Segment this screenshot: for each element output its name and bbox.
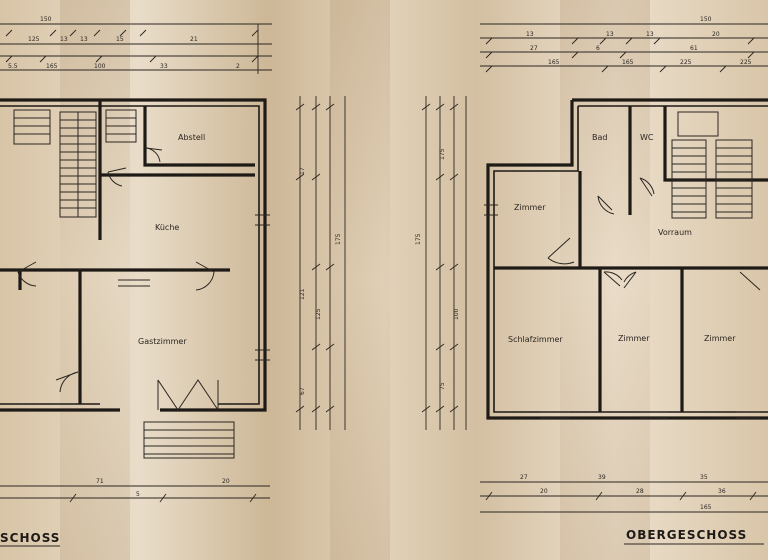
upper-door-swing bbox=[547, 237, 575, 265]
upper-dim: 13 bbox=[606, 31, 614, 38]
ground-dim: 2 bbox=[236, 63, 240, 70]
upper-side-dim: 100 bbox=[453, 308, 460, 320]
upper-bottom-dimensions: 27 39 35 20 28 36 165 bbox=[480, 474, 768, 513]
room-label-zimmer-mid: Zimmer bbox=[618, 334, 650, 343]
ground-dim-overall: 150 bbox=[40, 16, 52, 23]
ground-dim: 15 bbox=[116, 36, 124, 43]
ground-dim: 13 bbox=[80, 36, 88, 43]
ground-door-swing bbox=[145, 147, 163, 163]
ground-entry-door bbox=[157, 379, 219, 411]
upper-dim: 61 bbox=[690, 45, 698, 52]
upper-window bbox=[484, 204, 760, 419]
upper-side-dim: 175 bbox=[439, 148, 446, 160]
upper-staircase bbox=[671, 111, 753, 219]
upper-bottom-dim: 20 bbox=[540, 488, 548, 495]
room-label-schlafzimmer: Schlafzimmer bbox=[508, 335, 563, 344]
upper-door-swing bbox=[603, 271, 623, 287]
ground-dim: 33 bbox=[160, 63, 168, 70]
upper-bottom-dim-overall: 165 bbox=[700, 504, 712, 511]
upper-door-swing bbox=[639, 177, 655, 197]
ground-door-swing bbox=[195, 261, 215, 291]
room-label-wc: WC bbox=[640, 133, 654, 142]
paper-streak bbox=[330, 0, 390, 560]
ground-door-swing bbox=[17, 261, 37, 287]
upper-dim: 225 bbox=[740, 59, 752, 66]
upper-side-dimensions: 175 175 100 75 bbox=[415, 96, 467, 430]
upper-door-swing bbox=[623, 271, 637, 289]
upper-floor-title: OBERGESCHOSS bbox=[626, 528, 747, 542]
ground-interior-wall bbox=[0, 100, 255, 404]
ground-side-dimensions: 17 175 121 125 67 bbox=[295, 96, 346, 430]
ground-staircase bbox=[13, 109, 137, 218]
ground-bottom-dimensions: 71 20 5 bbox=[0, 478, 270, 503]
ground-floor-title: SCHOSS bbox=[0, 531, 60, 545]
ground-dim: 13 bbox=[60, 36, 68, 43]
ground-bottom-dim: 71 bbox=[96, 478, 104, 485]
room-label-zimmer-right: Zimmer bbox=[704, 334, 736, 343]
ground-side-dim: 121 bbox=[299, 288, 306, 300]
ground-dim: 165 bbox=[46, 63, 58, 70]
upper-interior-wall bbox=[494, 106, 768, 412]
upper-bottom-dim: 28 bbox=[636, 488, 644, 495]
upper-dim: 165 bbox=[548, 59, 560, 66]
upper-door-swing bbox=[597, 195, 615, 215]
room-label-zimmer-left: Zimmer bbox=[514, 203, 546, 212]
ground-floor-plan: 150 125 13 13 15 21 5.5 165 100 33 2 bbox=[0, 16, 346, 547]
upper-dim: 13 bbox=[646, 31, 654, 38]
upper-dim: 165 bbox=[622, 59, 634, 66]
upper-floor-plan: 150 13 13 13 20 27 6 61 165 165 225 225 bbox=[415, 16, 768, 545]
room-label-kueche: Küche bbox=[155, 223, 179, 232]
upper-side-dim: 75 bbox=[439, 382, 446, 390]
upper-dim: 6 bbox=[596, 45, 600, 52]
upper-bottom-dim: 39 bbox=[598, 474, 606, 481]
room-label-abstell: Abstell bbox=[178, 133, 205, 142]
upper-side-dim: 175 bbox=[415, 233, 422, 245]
ground-bottom-dim: 20 bbox=[222, 478, 230, 485]
ground-window bbox=[255, 214, 270, 361]
ground-dim: 100 bbox=[94, 63, 106, 70]
room-label-bad: Bad bbox=[592, 133, 607, 142]
ground-window bbox=[118, 279, 150, 287]
paper-streak bbox=[560, 0, 650, 560]
ground-dim: 21 bbox=[190, 36, 198, 43]
upper-bottom-dim: 27 bbox=[520, 474, 528, 481]
upper-bottom-dim: 36 bbox=[718, 488, 726, 495]
ground-side-dim: 67 bbox=[299, 387, 306, 395]
ground-dim: 5.5 bbox=[8, 63, 18, 70]
ground-outer-wall bbox=[0, 98, 267, 412]
upper-door-swing bbox=[739, 271, 761, 291]
upper-dim: 27 bbox=[530, 45, 538, 52]
ground-dim: 125 bbox=[28, 36, 40, 43]
ground-side-dim: 125 bbox=[315, 308, 322, 320]
upper-dim: 13 bbox=[526, 31, 534, 38]
upper-dim-overall: 150 bbox=[700, 16, 712, 23]
upper-outer-wall bbox=[486, 98, 768, 420]
upper-bottom-dim: 35 bbox=[700, 474, 708, 481]
ground-entry-steps bbox=[143, 421, 235, 459]
ground-outer-wall-inner bbox=[0, 105, 260, 405]
upper-dim: 225 bbox=[680, 59, 692, 66]
ground-top-dimensions: 150 125 13 13 15 21 5.5 165 100 33 2 bbox=[0, 16, 272, 74]
room-label-gastzimmer: Gastzimmer bbox=[138, 337, 187, 346]
ground-bottom-dim: 5 bbox=[136, 491, 140, 498]
upper-outer-wall-inner bbox=[493, 105, 768, 413]
ground-door-swing bbox=[55, 371, 79, 393]
room-label-vorraum: Vorraum bbox=[658, 228, 692, 237]
ground-side-dim: 175 bbox=[335, 233, 342, 245]
upper-dim: 20 bbox=[712, 31, 720, 38]
ground-side-dim: 17 bbox=[299, 167, 306, 175]
ground-door-swing bbox=[107, 167, 127, 187]
upper-top-dimensions: 150 13 13 13 20 27 6 61 165 165 225 225 bbox=[480, 16, 768, 73]
